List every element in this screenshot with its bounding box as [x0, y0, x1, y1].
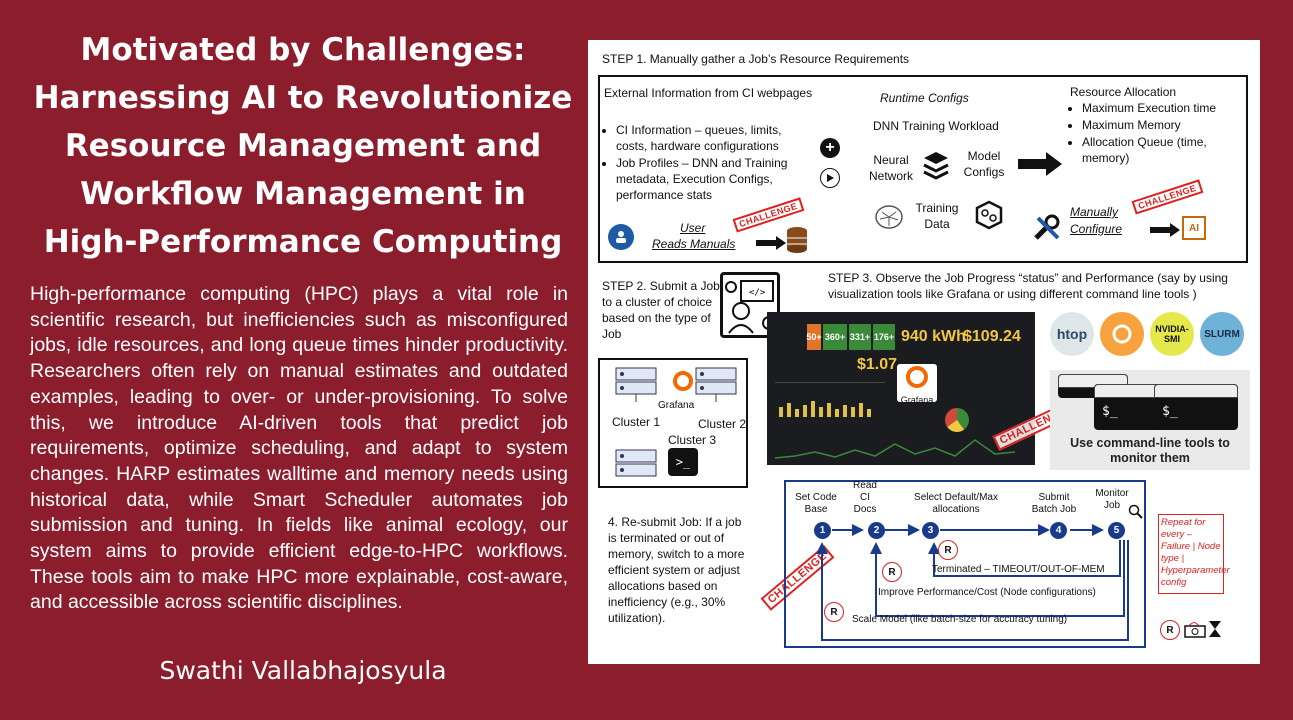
terminal-prompt: $_	[1162, 404, 1178, 419]
big-arrow-icon	[1018, 152, 1062, 181]
node-label: Read CI Docs	[853, 480, 877, 515]
node-label: Select Default/Max allocations	[914, 492, 998, 515]
flow-arrows	[816, 524, 1129, 641]
alloc-item: Allocation Queue (time, memory)	[1082, 134, 1230, 166]
workflow-box	[784, 480, 1146, 648]
configure-label: Configure	[1070, 222, 1123, 236]
user-label: User	[680, 221, 706, 235]
svg-text:</>: </>	[749, 288, 766, 298]
nvidia-smi-icon: NVIDIA-SMI	[1150, 312, 1194, 356]
dollar-value: $1.07	[857, 356, 898, 373]
kwh-value: 940 kWh	[901, 328, 966, 345]
ai-chip-icon: AI	[1182, 216, 1206, 240]
dashboard-tile: 331+	[849, 324, 871, 350]
node-label: Set Code Base	[795, 492, 837, 515]
arrow-icon	[756, 236, 786, 255]
resource-allocation-title: Resource Allocation	[1070, 85, 1177, 99]
resource-allocation-list: Maximum Execution time Maximum Memory Al…	[1070, 100, 1230, 167]
loop-label: Improve Performance/Cost (Node configura…	[878, 587, 1096, 598]
runtime-configs-title: Runtime Configs	[880, 91, 969, 105]
manually-label: Manually	[1070, 205, 1119, 219]
grafana-dashboard: 50+ 360+ 331+ 176+ 940 kWh $109.24 $1.07…	[767, 312, 1035, 465]
loop-label: Terminated – TIMEOUT/OUT-OF-MEM	[932, 564, 1105, 575]
step-node: 1	[814, 522, 831, 539]
arrow-icon	[1150, 223, 1180, 242]
grafana-icon	[672, 370, 694, 397]
slurm-icon: SLURM	[1200, 312, 1244, 356]
retry-marker: R	[824, 602, 844, 622]
author-name: Swathi Vallabhajosyula	[159, 656, 447, 685]
external-item: Job Profiles – DNN and Training metadata…	[616, 155, 804, 203]
database-icon	[786, 226, 808, 259]
step4-text: 4. Re-submit Job: If a job is terminated…	[608, 515, 745, 625]
terminal-icon: >_	[668, 448, 698, 476]
clusters-box	[598, 358, 748, 488]
htop-icon: htop	[1050, 312, 1094, 356]
retry-marker: R	[1160, 620, 1180, 640]
terminal-prompt: $_	[1102, 404, 1118, 419]
external-info-list: CI Information – queues, limits, costs, …	[604, 122, 804, 204]
alloc-item: Maximum Execution time	[1082, 100, 1230, 116]
retry-marker: R	[938, 540, 958, 560]
terminal-window: $_	[1154, 384, 1238, 430]
grafana-logo-text: Grafana	[900, 395, 934, 405]
cluster3-icon	[614, 448, 658, 485]
loop-label: Scale Model (like batch-size for accurac…	[852, 614, 1068, 625]
step2-text: STEP 2. Submit a Job to a cluster of cho…	[602, 279, 720, 341]
cost-value: $109.24	[963, 328, 1021, 345]
jupyter-icon	[1100, 312, 1144, 356]
neural-network-label: Neural Network	[868, 153, 913, 183]
cluster3-label: Cluster 3	[668, 433, 717, 447]
cluster2-label: Cluster 2	[698, 417, 747, 431]
grafana-logo: Grafana	[897, 364, 937, 405]
plus-icon: +	[820, 138, 840, 158]
step-node: 2	[868, 522, 885, 539]
hourglass-icon	[1208, 620, 1222, 643]
step-node: 5	[1108, 522, 1125, 539]
cluster1-icon	[614, 366, 658, 409]
cluster1-label: Cluster 1	[612, 415, 661, 429]
dashboard-tile: 360+	[823, 324, 847, 350]
grafana-label: Grafana	[658, 400, 695, 411]
play-icon	[820, 168, 840, 188]
workload-label: DNN Training Workload	[873, 119, 999, 133]
cluster2-icon	[694, 366, 738, 409]
bar-chart	[775, 382, 885, 422]
repeat-note: Repeat for every – Failure | Node type |…	[1158, 514, 1230, 594]
pie-chart	[945, 408, 969, 432]
reads-manuals-label: Reads Manuals	[652, 237, 736, 251]
layers-icon	[922, 150, 950, 187]
terminal-window: $_	[1094, 384, 1164, 430]
brain-icon	[874, 202, 904, 237]
cli-caption: Use command-line tools to monitor them	[1070, 436, 1230, 465]
abstract-text: High-performance computing (HPC) plays a…	[30, 283, 568, 614]
dashboard-tile: 176+	[873, 324, 895, 350]
step-node: 3	[922, 522, 939, 539]
line-chart	[774, 430, 1025, 460]
external-item: CI Information – queues, limits, costs, …	[616, 122, 804, 154]
network-hex-icon	[974, 200, 1004, 235]
node-label: Monitor Job	[1095, 488, 1129, 511]
step1-box	[598, 75, 1248, 263]
step1-heading: STEP 1. Manually gather a Job’s Resource…	[602, 52, 910, 66]
magnifier-icon	[1128, 504, 1144, 525]
workflow-figure: STEP 1. Manually gather a Job’s Resource…	[588, 40, 1260, 664]
step-node: 4	[1050, 522, 1067, 539]
training-data-label: Training Data	[915, 201, 959, 231]
model-configs-label: Model Configs	[963, 149, 1005, 179]
step3-text: STEP 3. Observe the Job Progress “status…	[828, 271, 1228, 301]
alloc-item: Maximum Memory	[1082, 117, 1230, 133]
dashboard-tile: 50+	[806, 324, 822, 350]
user-reading-icon	[608, 224, 634, 250]
cash-icon	[1184, 621, 1206, 643]
node-label: Submit Batch Job	[1031, 492, 1077, 515]
wrench-icon	[1032, 212, 1062, 247]
retry-marker: R	[882, 562, 902, 582]
poster-title: Motivated by Challenges: Harnessing AI t…	[33, 32, 573, 260]
external-info-title: External Information from CI webpages	[604, 86, 813, 100]
